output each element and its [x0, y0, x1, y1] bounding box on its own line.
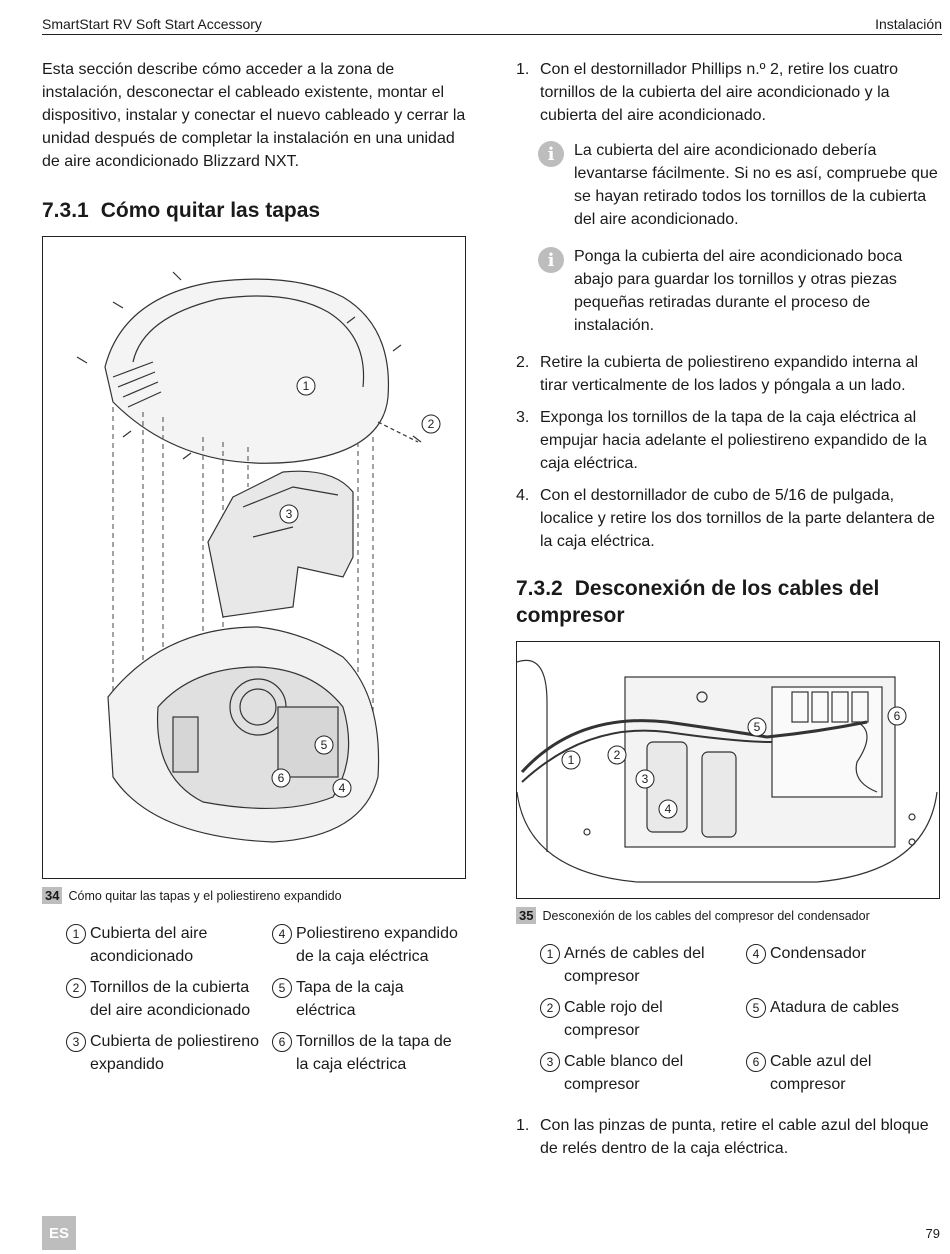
section-title: Cómo quitar las tapas — [100, 199, 321, 222]
callout-6: 6 — [271, 768, 291, 788]
doc-title: SmartStart RV Soft Start Accessory — [42, 16, 262, 32]
step-item: 2.Retire la cubierta de poliestireno exp… — [516, 354, 919, 394]
svg-text:1: 1 — [303, 379, 310, 393]
figure-34-exploded-view: 1 2 3 4 5 6 — [42, 236, 466, 879]
callout-2: 2 — [421, 414, 441, 434]
page-header: SmartStart RV Soft Start Accessory Insta… — [42, 8, 942, 35]
section-number: 7.3.2 — [516, 577, 563, 600]
callout-3: 3 — [635, 769, 655, 789]
step-item: 3.Exponga los tornillos de la tapa de la… — [516, 409, 927, 472]
svg-text:2: 2 — [614, 748, 621, 762]
svg-text:4: 4 — [339, 781, 346, 795]
step-item: 4.Con el destornillador de cubo de 5/16 … — [516, 487, 935, 550]
info-note: i La cubierta del aire acondicionado deb… — [538, 139, 940, 231]
svg-text:3: 3 — [286, 507, 293, 521]
svg-text:6: 6 — [894, 709, 901, 723]
exploded-ac-illustration: 1 2 3 4 5 6 — [76, 271, 441, 843]
svg-text:5: 5 — [754, 720, 761, 734]
step-item: 1.Con las pinzas de punta, retire el cab… — [516, 1117, 929, 1157]
svg-text:2: 2 — [428, 417, 435, 431]
svg-text:5: 5 — [321, 738, 328, 752]
intro-paragraph: Esta sección describe cómo acceder a la … — [42, 61, 466, 170]
caption-text: Desconexión de los cables del compresor … — [542, 908, 870, 923]
figure-35-compressor-wiring: 1 2 3 4 5 6 — [516, 641, 940, 899]
steps-list-2: 2.Retire la cubierta de poliestireno exp… — [516, 351, 940, 553]
language-badge: ES — [42, 1216, 76, 1250]
svg-text:1: 1 — [568, 753, 575, 767]
step-item: 1.Con el destornillador Phillips n.º 2, … — [516, 61, 899, 124]
steps-list-1: 1.Con el destornillador Phillips n.º 2, … — [516, 58, 940, 127]
section-number: 7.3.1 — [42, 199, 89, 222]
info-icon: i — [538, 141, 564, 167]
svg-text:3: 3 — [642, 772, 649, 786]
callout-2: 2 — [607, 745, 627, 765]
callout-3: 3 — [279, 504, 299, 524]
svg-text:6: 6 — [278, 771, 285, 785]
note-text: Ponga la cubierta del aire acondicionado… — [574, 248, 903, 334]
callout-5: 5 — [314, 735, 334, 755]
info-note: i Ponga la cubierta del aire acondiciona… — [538, 245, 940, 337]
section-title: Desconexión de los cables del compresor — [516, 577, 880, 627]
section-name: Instalación — [875, 16, 942, 32]
figure-number: 35 — [516, 907, 537, 924]
callout-1: 1 — [561, 750, 581, 770]
callout-1: 1 — [296, 376, 316, 396]
callout-5: 5 — [747, 717, 767, 737]
left-column: Esta sección describe cómo acceder a la … — [42, 58, 466, 1076]
compressor-wiring-illustration: 1 2 3 4 5 6 — [516, 659, 938, 883]
info-icon: i — [538, 247, 564, 273]
caption-text: Cómo quitar las tapas y el poliestireno … — [68, 888, 342, 903]
figure-34-caption: 34 Cómo quitar las tapas y el poliestire… — [42, 887, 466, 904]
callout-6: 6 — [887, 706, 907, 726]
page-number: 79 — [925, 1226, 940, 1241]
figure-number: 34 — [42, 887, 63, 904]
svg-text:4: 4 — [665, 802, 672, 816]
note-text: La cubierta del aire acondicionado deber… — [574, 142, 938, 228]
callout-4: 4 — [332, 778, 352, 798]
callout-4: 4 — [658, 799, 678, 819]
right-column: 1.Con el destornillador Phillips n.º 2, … — [516, 58, 940, 1169]
steps-list-3: 1.Con las pinzas de punta, retire el cab… — [516, 1114, 940, 1160]
section-heading-7-3-1: 7.3.1 Cómo quitar las tapas — [42, 197, 466, 224]
figure-35-caption: 35 Desconexión de los cables del compres… — [516, 907, 940, 924]
